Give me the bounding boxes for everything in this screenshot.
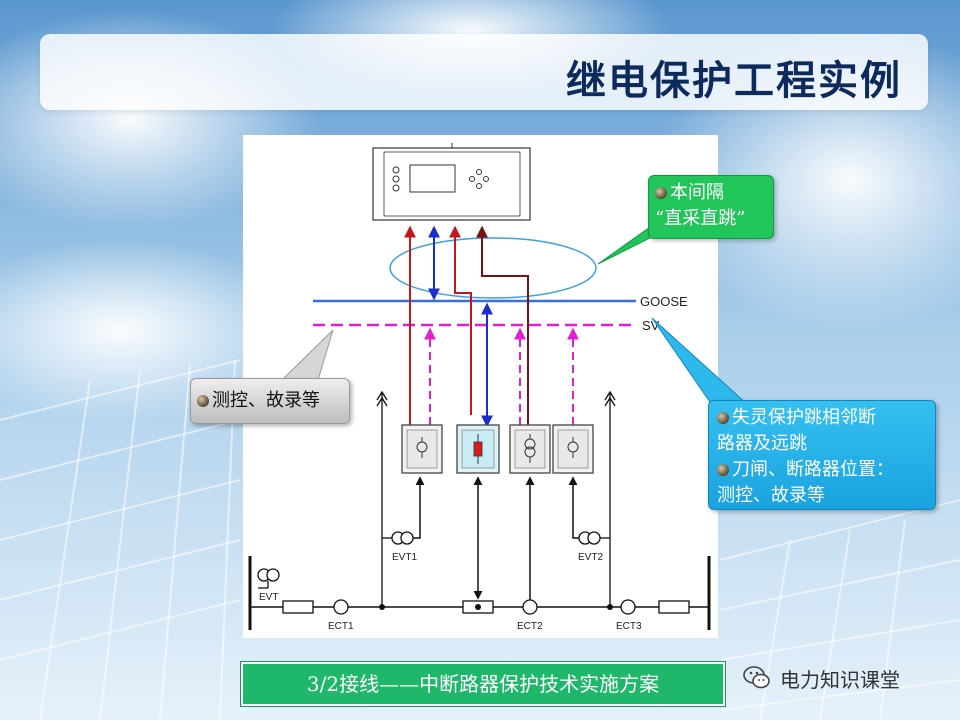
ect2-symbol [522,599,538,615]
watermark: 电力知识课堂 [742,662,900,694]
gray-callout-pointer [280,329,334,381]
callout-green-text1: 本间隔 [670,182,724,203]
breaker-left [282,600,314,614]
callout-blue-item1-cont: 路器及远跳 [717,433,807,454]
merging-unit-3 [552,424,594,474]
junction-left [379,604,385,610]
evt-label: EVT [259,592,278,603]
junction-middle [475,604,481,610]
callout-blue-text1: 失灵保护跳相邻断 [732,407,876,428]
callout-gray-text: 测控、故录等 [212,390,320,411]
evt1-feed [405,476,425,539]
slide-title: 继电保护工程实例 [566,58,902,104]
merging-unit-2 [509,424,551,474]
callout-blue-item2-cont: 测控、故录等 [717,485,825,506]
goose-label: GOOSE [640,294,688,309]
evt2-feed [568,476,589,539]
evt2-symbol [578,531,601,545]
evt-symbol [257,568,280,589]
evt2-label: EVT2 [578,552,603,563]
callout-direct-sampling: 本间隔 “直采直跳” [648,175,774,239]
protection-device [372,143,531,221]
merging-unit-1 [401,424,443,474]
junction-right [607,604,613,610]
ect1-label: ECT1 [328,621,354,632]
bullet-icon [197,395,209,407]
slide-caption: 3/2接线——中断路器保护技术实施方案 [241,662,725,706]
line-feeder-left [376,390,395,607]
bullet-icon [717,464,729,476]
blue-callout-pointer [651,317,750,406]
bullet-icon [655,187,667,199]
callout-blue-text2: 刀闸、断路器位置： [732,459,894,480]
ect2-label: ECT2 [517,621,543,632]
intelligent-terminal [456,424,500,474]
bullet-icon [717,412,729,424]
wechat-icon [743,666,770,689]
evt1-symbol [391,531,414,545]
callout-blue-item1: 失灵保护跳相邻断 [717,405,927,431]
ect1-symbol [333,599,349,615]
trip-arrow-red-2 [449,225,472,415]
callout-green-line2: “直采直跳” [655,208,746,229]
watermark-text: 电力知识课堂 [780,667,900,692]
line-feeder-right [597,390,616,607]
callout-goose-functions: 失灵保护跳相邻断 路器及远跳 刀闸、断路器位置： 测控、故录等 [708,400,936,510]
ect3-label: ECT3 [616,621,642,632]
evt1-label: EVT1 [392,552,417,563]
title-bar [40,34,928,110]
highlight-ellipse [389,237,597,299]
callout-green-line1: 本间隔 [655,180,767,206]
callout-blue-item2: 刀闸、断路器位置： [717,457,927,483]
trip-arrow-dark-1 [476,225,529,425]
breaker-right [658,600,690,614]
callout-measurement: 测控、故录等 [190,378,350,424]
ect3-symbol [620,599,636,615]
